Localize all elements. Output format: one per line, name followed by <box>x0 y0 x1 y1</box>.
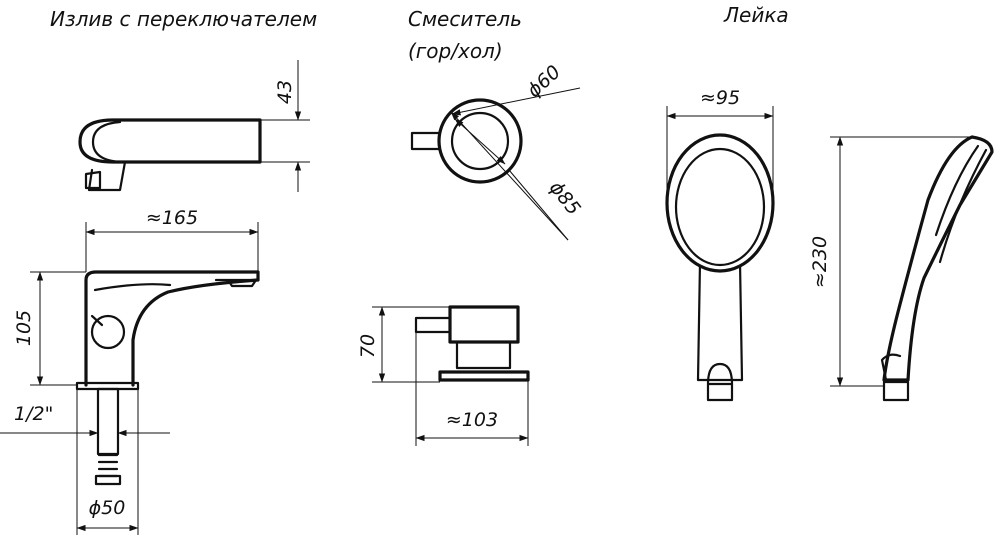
dim-spout-thread: 1/2" <box>14 403 53 425</box>
handshower-front-view: ≈95 <box>665 87 775 402</box>
dim-spout-base-diameter: ϕ50 <box>89 497 126 519</box>
dim-spout-height-top: 43 <box>274 80 296 104</box>
dim-mixer-base-diameter: ϕ85 <box>545 177 585 219</box>
spout-top-view: 43 <box>78 60 310 192</box>
title-spout: Излив с переключателем <box>50 7 317 31</box>
dim-handshower-width: ≈95 <box>700 87 740 109</box>
dim-handshower-length: ≈230 <box>809 236 831 288</box>
dim-mixer-length: ≈103 <box>446 409 498 431</box>
spout-front-view: ≈165 105 1/2" ϕ50 <box>0 207 260 535</box>
handshower-side-view: ≈230 <box>809 135 994 402</box>
dim-mixer-height: 70 <box>357 334 379 358</box>
title-mixer: Смеситель <box>408 7 522 31</box>
mixer-front-view: 70 ≈103 <box>357 305 530 446</box>
title-mixer-subtitle: (гор/хол) <box>408 39 503 63</box>
mixer-top-view: ϕ60 ϕ85 <box>410 61 585 241</box>
dim-spout-length: ≈165 <box>146 207 198 229</box>
dim-mixer-knob-diameter: ϕ60 <box>523 61 565 102</box>
dim-spout-height: 105 <box>13 310 35 346</box>
title-handshower: Лейка <box>723 3 789 27</box>
